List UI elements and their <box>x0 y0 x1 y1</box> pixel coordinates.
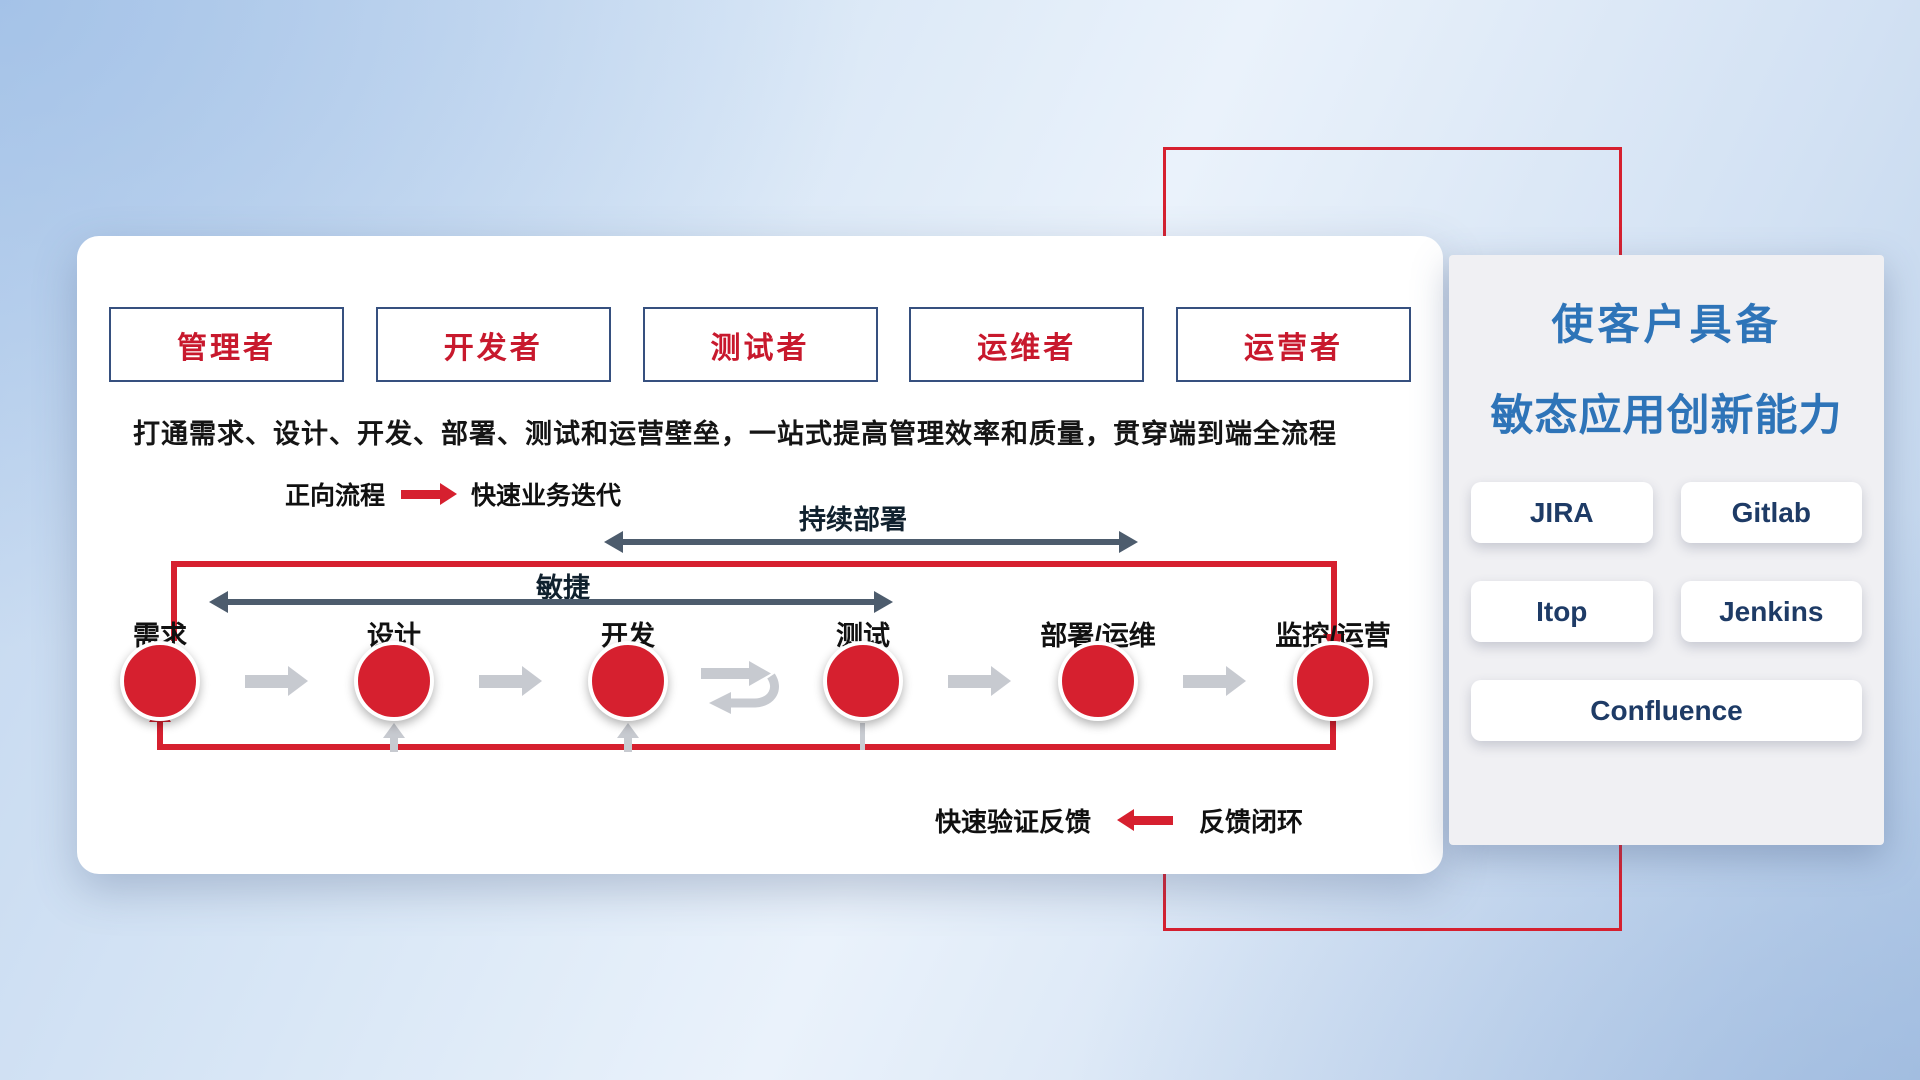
process-summary-text: 打通需求、设计、开发、部署、测试和运营壁垒，一站式提高管理效率和质量，贯穿端到端… <box>133 419 1337 449</box>
role-label: 运维者 <box>977 331 1077 365</box>
forward-flow-arrow-icon <box>401 482 458 505</box>
role-label: 测试者 <box>710 331 810 365</box>
role-label: 开发者 <box>443 331 543 365</box>
stage-node-development <box>588 641 668 721</box>
forward-flow-legend: 正向流程 快速业务迭代 <box>285 476 621 512</box>
feedback-up-arrow-stem <box>390 737 398 752</box>
role-box-operator: 运营者 <box>1176 307 1411 382</box>
tool-chip-confluence: Confluence <box>1471 680 1862 741</box>
continuous-deployment-label: 持续部署 <box>799 505 907 535</box>
capability-panel: 使客户具备 敏态应用创新能力 JIRA Gitlab Itop Jenkins … <box>1449 255 1884 845</box>
flow-arrow-icon <box>479 666 542 696</box>
feedback-speed-label: 快速验证反馈 <box>935 807 1092 837</box>
forward-flow-label: 正向流程 <box>285 482 386 510</box>
stage-node-monitor-op <box>1293 641 1373 721</box>
flow-arrow-icon <box>1183 666 1246 696</box>
stage-node-design <box>354 641 434 721</box>
roles-row: 管理者 开发者 测试者 运维者 运营者 <box>109 307 1411 382</box>
role-box-manager: 管理者 <box>109 307 344 382</box>
agile-arrow-icon <box>209 591 893 613</box>
tool-chip-jenkins: Jenkins <box>1680 581 1862 642</box>
role-label: 管理者 <box>177 331 276 365</box>
agile-label: 敏捷 <box>536 573 590 603</box>
feedback-arrow-left-icon <box>1117 809 1174 831</box>
feedback-legend: 快速验证反馈 反馈闭环 <box>935 802 1303 839</box>
feedback-loop-label: 反馈闭环 <box>1199 807 1304 837</box>
iteration-arrow-icon <box>701 661 779 714</box>
stage-node-requirements <box>120 641 200 721</box>
feedback-up-arrow-icon <box>383 723 405 738</box>
feedback-loop-line <box>157 719 1336 750</box>
role-box-ops: 运维者 <box>909 307 1145 382</box>
tool-chip-itop: Itop <box>1471 581 1653 642</box>
devops-process-card: 管理者 开发者 测试者 运维者 运营者 打通需求、设计、开发、部署、测试和运营壁… <box>77 236 1443 874</box>
role-label: 运营者 <box>1244 331 1343 365</box>
feedback-up-arrow-icon <box>617 723 639 738</box>
tool-chip-gitlab: Gitlab <box>1680 482 1862 543</box>
role-box-developer: 开发者 <box>375 307 611 382</box>
tools-grid: JIRA Gitlab Itop Jenkins Confluence <box>1471 482 1862 741</box>
stage-node-deploy-ops <box>1058 641 1138 721</box>
role-box-tester: 测试者 <box>642 307 878 382</box>
panel-title-line2: 敏态应用创新能力 <box>1490 392 1843 440</box>
flow-arrow-icon <box>245 666 308 696</box>
feedback-line <box>860 723 865 750</box>
feedback-up-arrow-stem <box>624 737 632 752</box>
panel-title-line1: 使客户具备 <box>1551 301 1782 348</box>
forward-flow-description: 快速业务迭代 <box>471 482 622 510</box>
flow-arrow-icon <box>948 666 1011 696</box>
tool-chip-jira: JIRA <box>1471 482 1653 543</box>
forward-loop-line <box>171 561 1337 641</box>
continuous-deployment-arrow-icon <box>604 531 1138 553</box>
stage-node-testing <box>823 641 903 721</box>
